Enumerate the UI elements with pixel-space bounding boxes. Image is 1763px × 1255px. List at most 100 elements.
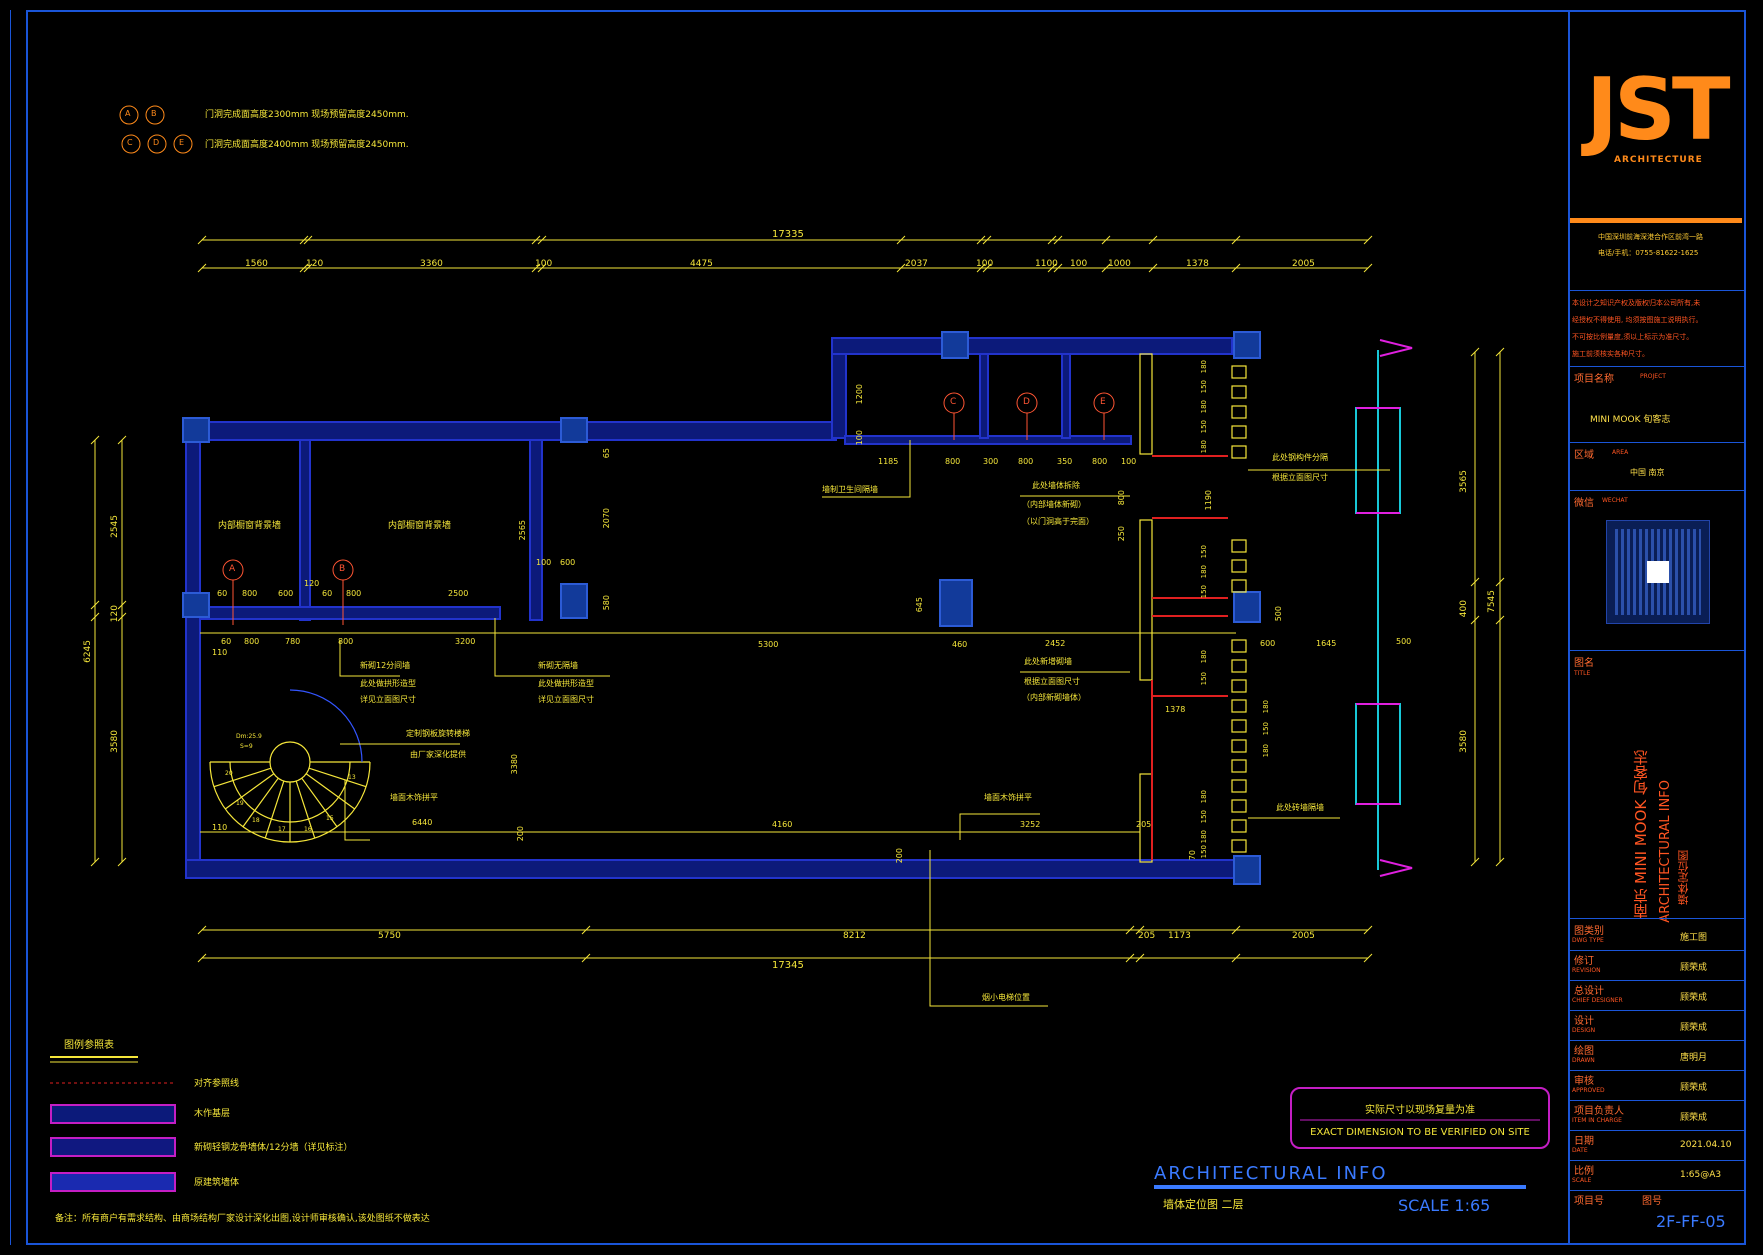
dim-tick (90, 612, 100, 622)
toilet-stall (1231, 579, 1247, 593)
dim-d1645: 1645 (1316, 639, 1337, 648)
dim-d800b: 800 (1018, 457, 1034, 466)
dim-tick (1125, 925, 1135, 935)
dim-tick (537, 235, 547, 245)
dim-d460: 460 (952, 640, 968, 649)
dim-tick (197, 263, 207, 273)
dim-stall: 150 (1200, 545, 1208, 559)
dim-top-segment: 120 (306, 259, 324, 269)
address-1: 中国深圳前海深港合作区前湾一路 (1598, 233, 1703, 241)
dim-tick (1363, 263, 1373, 273)
dim-stall: 150 (1200, 672, 1208, 686)
dim-right: 7545 (1487, 590, 1497, 613)
arch-info-scale: SCALE 1:65 (1398, 1196, 1491, 1215)
dim-bottom-segment: 8212 (843, 931, 866, 941)
wall-partition-1 (529, 439, 543, 621)
legend-swatch-2 (50, 1104, 176, 1124)
dim-tick (1053, 263, 1063, 273)
dim-left: 3580 (110, 730, 120, 753)
dim-stall: 180 (1262, 700, 1270, 714)
toilet-stall (1231, 799, 1247, 813)
callout-2c: 详见立面图尺寸 (538, 695, 594, 704)
tag-a-top: A (125, 109, 131, 118)
callout-7c: （以门洞高于完面） (1022, 517, 1094, 526)
room-label-2: 内部橱窗背景墙 (388, 521, 452, 531)
dim-tick (117, 600, 127, 610)
callout-4: 墙面木饰拼平 (390, 793, 438, 802)
dim-d600b: 600 (278, 589, 294, 598)
dim-tick (1101, 235, 1111, 245)
stair-number: 20 (225, 770, 233, 777)
title-vertical-3: 墙体定位图 (1677, 850, 1690, 905)
wall-partition-3 (199, 606, 501, 620)
callout-9b: 根据立面图尺寸 (1272, 473, 1328, 482)
verify-note-cn: 实际尺寸以现场复量为准 (1365, 1105, 1475, 1116)
dim-bottom-overall: 17345 (772, 960, 804, 971)
dim-tick (982, 235, 992, 245)
door-tag-b: B (339, 564, 346, 574)
legend-remark: 备注：所有商户有需求结构、由商场结构厂家设计深化出图,设计师审核确认,该处图纸不… (55, 1214, 430, 1224)
column (1233, 331, 1261, 359)
dim-tick (1047, 235, 1057, 245)
callout-1: 新砌12分间墙 (360, 661, 411, 670)
dim-d4160: 4160 (772, 820, 793, 829)
logo-subtitle: ARCHITECTURE (1614, 155, 1703, 165)
copyright-4: 施工前须核实各种尺寸。 (1572, 350, 1649, 358)
verify-note-en: EXACT DIMENSION TO BE VERIFIED ON SITE (1310, 1127, 1530, 1138)
dim-stall: 180 (1200, 440, 1208, 454)
legend-title: 图例参照表 (64, 1040, 114, 1051)
door-tag-d: D (1023, 397, 1030, 407)
tb-row-head: 项目负责人 (1574, 1106, 1624, 1117)
dim-tick (1495, 615, 1505, 625)
tb-row-value: 施工图 (1680, 933, 1708, 943)
tb-row-value: 顾荣成 (1680, 963, 1708, 973)
title-head: 图名 (1574, 658, 1594, 669)
jst-logo: JST (1586, 60, 1731, 160)
dim-tick (1047, 263, 1057, 273)
toilet-stall (1231, 659, 1247, 673)
drawing-frame (26, 10, 1746, 1245)
legend-item-2: 木作基层 (194, 1109, 231, 1119)
dim-tick (581, 925, 591, 935)
dim-tick (976, 263, 986, 273)
dim-tick (1231, 263, 1241, 273)
dim-d2452: 2452 (1045, 639, 1066, 648)
dim-tick (896, 235, 906, 245)
stair-tread (305, 773, 356, 810)
dim-tick (1053, 235, 1063, 245)
dim-d500a: 500 (1396, 637, 1412, 646)
legend-item-3: 新砌轻钢龙骨墙体/12分墙（详见标注） (194, 1143, 353, 1153)
tb-row-head-en: DESIGN (1572, 1027, 1596, 1034)
project-name: MINI MOOK 旬客志 (1590, 415, 1671, 425)
toilet-stall (1231, 559, 1247, 573)
dwg-no: 2F-FF-05 (1656, 1212, 1726, 1231)
tb-row-head-en: APPROVED (1572, 1087, 1605, 1094)
area-name: 中国 南京 (1630, 468, 1665, 477)
tb-row-head: 绘图 (1574, 1046, 1594, 1057)
dim-d5300: 5300 (758, 640, 779, 649)
wall-north-right (831, 337, 1233, 355)
dim-stall: 180 (1200, 830, 1208, 844)
dim-d580: 580 (602, 595, 611, 611)
dim-tick (303, 235, 313, 245)
dim-d1200: 1200 (855, 384, 864, 405)
project-head: 项目名称 (1574, 374, 1614, 385)
wall-north-left (185, 421, 837, 441)
dim-top-segment: 100 (1070, 259, 1088, 269)
dim-d2070: 2070 (602, 508, 611, 529)
dim-tick (1148, 235, 1158, 245)
door-tag-a: A (229, 564, 236, 574)
tb-row-head: 图类别 (1574, 926, 1604, 937)
tb-row-head-en: CHIEF DESIGNER (1572, 997, 1623, 1004)
callout-8: 此处新增砌墙 (1024, 657, 1072, 666)
title-vertical-1: 南京 MINI MOOK 旬客志 (1632, 750, 1650, 919)
toilet-stall (1231, 639, 1247, 653)
dim-top-segment: 2005 (1292, 259, 1315, 269)
stair-number: 19 (236, 800, 244, 807)
dim-tick (197, 953, 207, 963)
callout-8c: （内部新砌墙体） (1022, 693, 1086, 702)
column (941, 331, 969, 359)
title-head-en: TITLE (1574, 670, 1591, 677)
dim-d200b: 200 (895, 848, 904, 864)
tb-row-value: 唐明月 (1680, 1053, 1708, 1063)
